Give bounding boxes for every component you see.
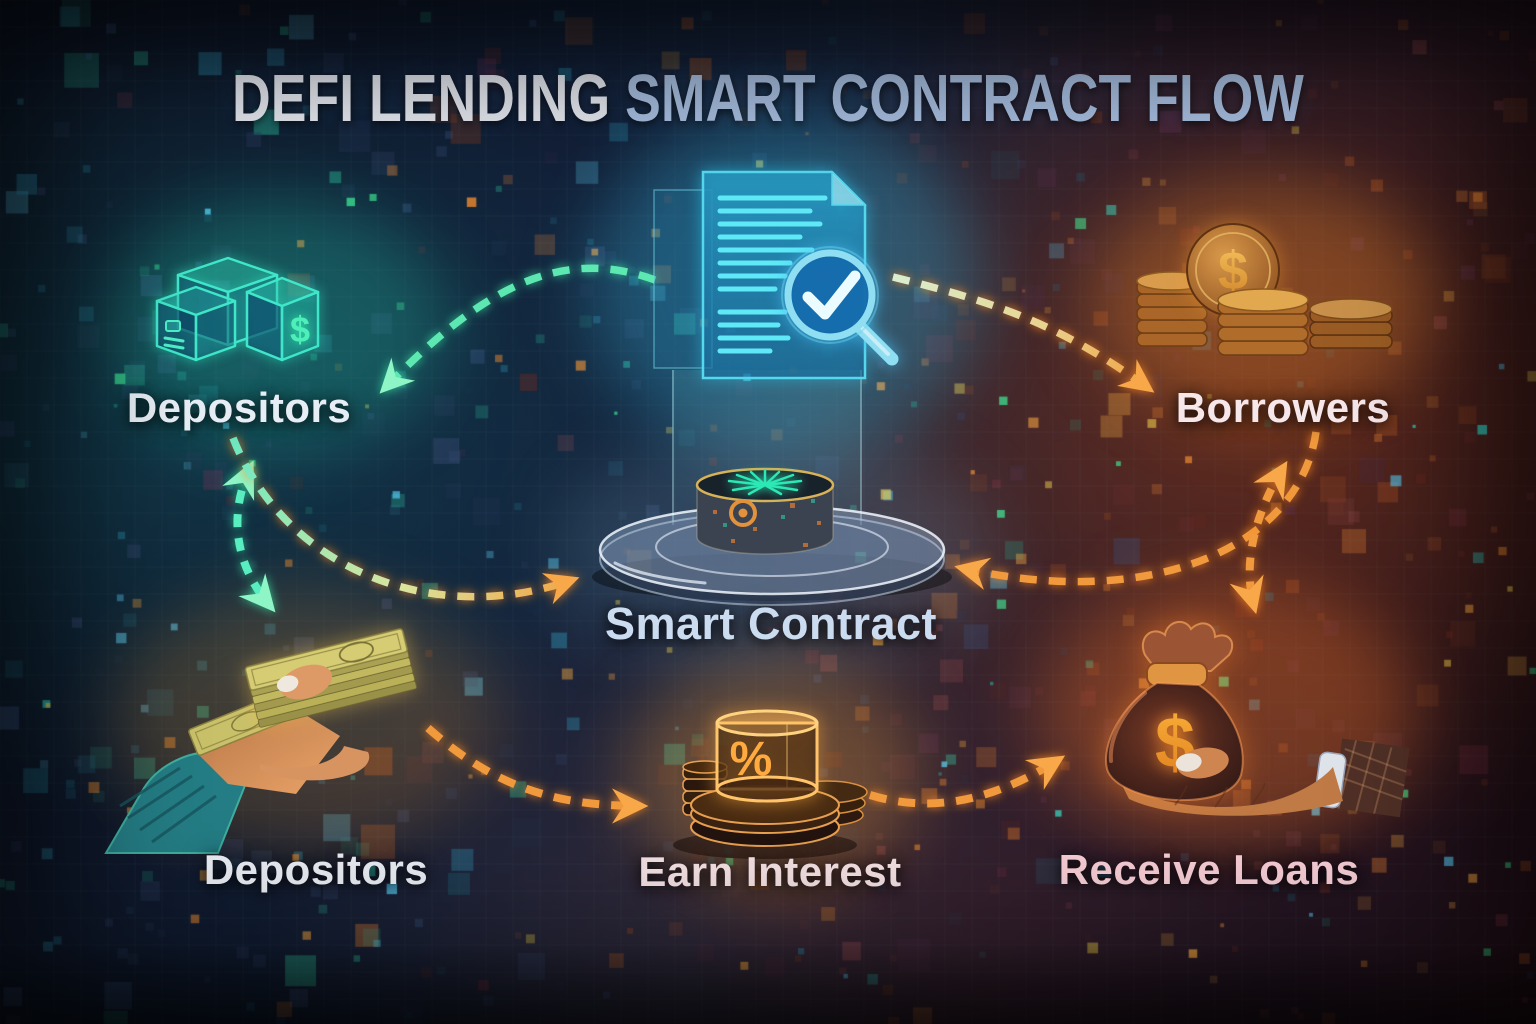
receive-loans-label: Receive Loans	[1058, 846, 1360, 893]
coin-stack-right	[1309, 298, 1393, 349]
title-part1: DEFI LENDING	[232, 61, 626, 136]
arrow-interest-to-loans	[868, 755, 1066, 808]
depositors-top-label: Depositors	[126, 384, 352, 431]
receive-loans-node: $	[1085, 615, 1410, 825]
depositors-bottom-node	[100, 618, 460, 854]
depositors-bottom-label: Depositors	[203, 846, 429, 893]
arrow-doc-to-borrowers	[892, 273, 1155, 393]
arrow-borrowers-bag-link	[1229, 460, 1288, 615]
hand-cash-icon	[104, 628, 417, 854]
smart-contract-label: Smart Contract	[604, 598, 938, 649]
contract-document-icon	[653, 170, 899, 380]
borrowers-node: $	[1125, 215, 1405, 365]
percent-glyph: %	[730, 733, 773, 786]
money-bag: $	[1105, 620, 1244, 802]
deposit-cubes-icon: $	[155, 256, 320, 362]
percent-coins-icon: %	[673, 709, 868, 859]
depositors-top-node: $	[150, 245, 330, 370]
smart-contract-node	[585, 455, 955, 615]
contract-document-node	[640, 150, 910, 380]
folded-corner	[831, 170, 867, 206]
percent-cylinder: %	[715, 709, 819, 803]
money-bag-hand-icon: $	[1105, 620, 1410, 818]
earn-interest-label: Earn Interest	[638, 848, 902, 895]
page-title: DEFI LENDING SMART CONTRACT FLOW	[0, 60, 1536, 137]
coin-stacks-icon: $	[1136, 223, 1393, 356]
pedestal-hologram-icon	[592, 467, 952, 606]
arrow-depositors-hand-link	[222, 460, 276, 613]
arrow-borrowers-to-contract	[954, 431, 1320, 590]
hologram-cylinder	[695, 467, 835, 555]
coin-stack-center	[1217, 288, 1309, 356]
title-part2: SMART CONTRACT FLOW	[625, 61, 1304, 136]
arrow-deposit-to-contract	[229, 436, 580, 605]
earn-interest-node: %	[665, 695, 875, 860]
dollar-glyph: $	[290, 309, 310, 350]
arrow-doc-to-depositors	[379, 264, 657, 394]
borrowers-label: Borrowers	[1175, 384, 1391, 431]
